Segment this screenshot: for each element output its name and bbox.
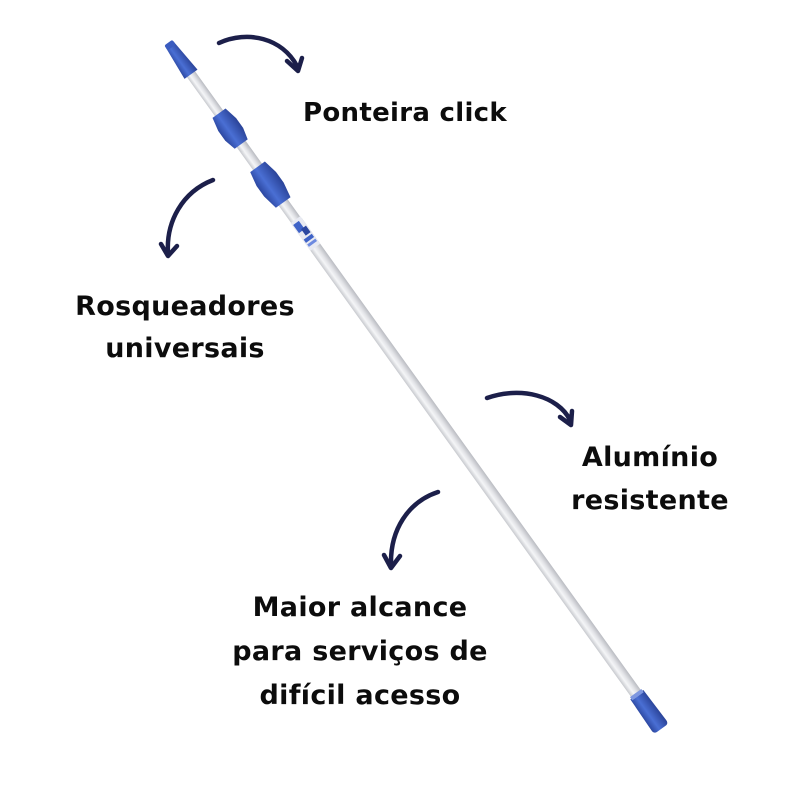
callout-text: para serviços de <box>232 636 488 667</box>
pole-shaft-lower <box>291 217 647 706</box>
callout-text: difícil acesso <box>259 680 461 711</box>
callout-aluminio-resistente: Alumínio resistente <box>555 436 745 522</box>
callout-text: resistente <box>571 485 729 516</box>
curved-arrow-down-left-icon <box>381 489 441 571</box>
callout-text: Ponteira click <box>303 98 507 128</box>
callout-text: Alumínio <box>581 442 719 473</box>
pole-tip-top <box>165 42 198 79</box>
callout-maior-alcance: Maior alcance para serviços de difícil a… <box>205 586 515 718</box>
pole-collar-lower <box>250 161 291 208</box>
curved-arrow-down-right-icon <box>484 390 575 428</box>
pole-click-button <box>290 216 321 251</box>
telescopic-pole <box>164 40 668 733</box>
pole-end-cap <box>630 689 668 733</box>
callout-text: Maior alcance <box>252 592 468 623</box>
callout-rosqueadores-universais: Rosqueadores universais <box>58 286 312 370</box>
curved-arrow-down-left-icon <box>158 177 216 259</box>
callout-ponteira-click: Ponteira click <box>298 96 512 130</box>
callout-text: Rosqueadores <box>75 291 295 322</box>
curved-arrow-down-right-icon <box>216 34 305 74</box>
callout-text: universais <box>105 333 265 364</box>
pole-collar-upper <box>212 108 248 149</box>
